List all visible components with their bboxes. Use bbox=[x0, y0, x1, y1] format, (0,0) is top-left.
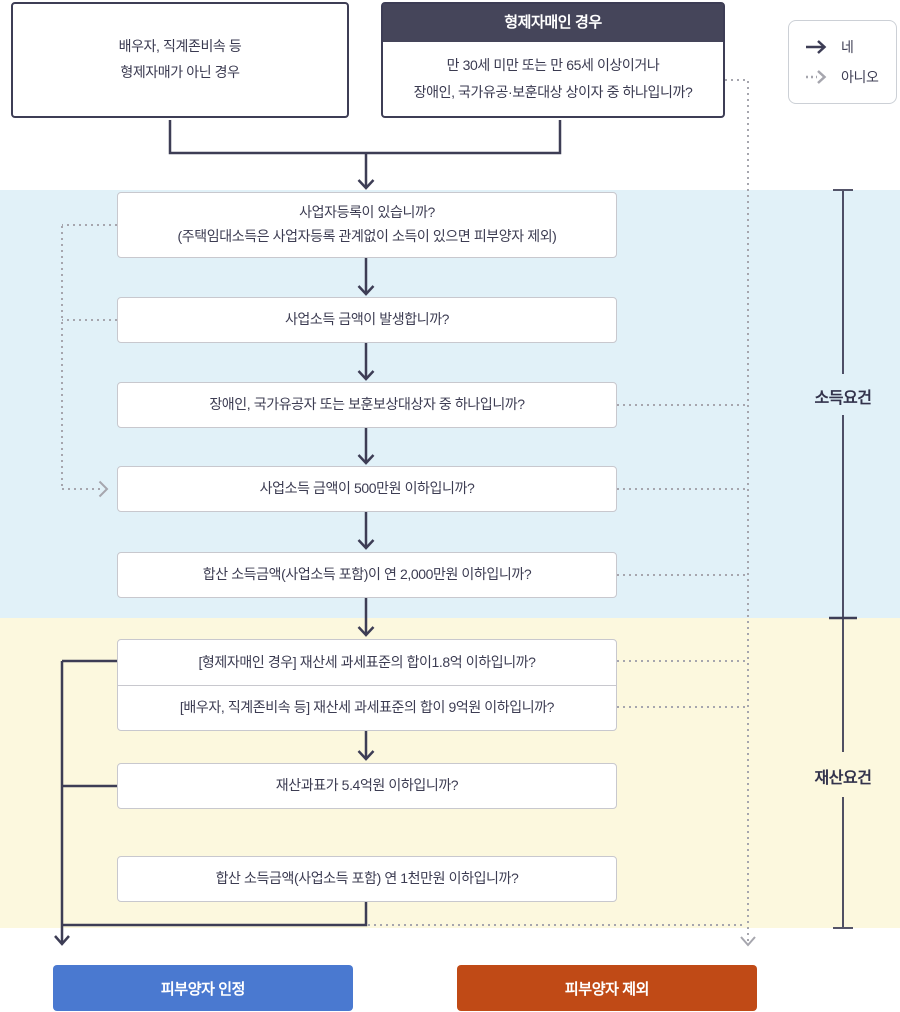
box-business-income-under-5m: 사업소득 금액이 500만원 이하입니까? bbox=[117, 466, 617, 512]
property-section-label: 재산요건 bbox=[814, 770, 872, 787]
income-section-label: 소득요건 bbox=[814, 390, 872, 407]
non-sibling-case-box: 배우자, 직계존비속 등 형제자매가 아닌 경우 bbox=[11, 2, 349, 118]
sibling-question-line1: 만 30세 미만 또는 만 65세 이상이거나 bbox=[446, 57, 660, 74]
sibling-case-header: 형제자매인 경우 bbox=[383, 4, 723, 42]
dependent-excluded-result: 피부양자 제외 bbox=[457, 965, 757, 1011]
business-registration-line1: 사업자등록이 있습니까? bbox=[299, 204, 435, 221]
box-total-income-under-10m: 합산 소득금액(사업소득 포함) 연 1천만원 이하입니까? bbox=[117, 856, 617, 902]
arrow-legend: 네 아니오 bbox=[788, 20, 897, 104]
sibling-question-line2: 장애인, 국가유공·보훈대상 상이자 중 하나입니까? bbox=[413, 84, 693, 100]
sibling-case-question: 만 30세 미만 또는 만 65세 이상이거나 장애인, 국가유공·보훈대상 상… bbox=[383, 42, 723, 116]
legend-yes-label: 네 bbox=[841, 39, 854, 55]
dependent-accepted-result: 피부양자 인정 bbox=[53, 965, 353, 1011]
property-sibling-under-180m: [형제자매인 경우] 재산세 과세표준의 합이1.8억 이하입니까? bbox=[198, 653, 536, 670]
legend-yes-row: 네 bbox=[805, 37, 896, 57]
non-sibling-line2: 형제자매가 아닌 경우 bbox=[120, 64, 240, 80]
box-disabled-or-veteran: 장애인, 국가유공자 또는 보훈보상대상자 중 하나입니까? bbox=[117, 382, 617, 428]
sibling-case-box: 형제자매인 경우 만 30세 미만 또는 만 65세 이상이거나 장애인, 국가… bbox=[381, 2, 725, 118]
legend-no-row: 아니오 bbox=[805, 67, 896, 87]
box-business-income-exists: 사업소득 금액이 발생합니까? bbox=[117, 297, 617, 343]
no-arrow-icon bbox=[806, 70, 827, 84]
business-registration-line2: (주택임대소득은 사업자등록 관계없이 소득이 있으면 피부양자 제외) bbox=[177, 228, 557, 244]
property-spouse-under-900m: [배우자, 직계존비속 등] 재산세 과세표준의 합이 9억원 이하입니까? bbox=[118, 685, 616, 730]
box-total-income-under-20m: 합산 소득금액(사업소득 포함)이 연 2,000만원 이하입니까? bbox=[117, 552, 617, 598]
yes-arrow-icon bbox=[806, 40, 827, 54]
non-sibling-line1: 배우자, 직계존비속 등 bbox=[118, 38, 242, 55]
box-business-registration: 사업자등록이 있습니까? (주택임대소득은 사업자등록 관계없이 소득이 있으면… bbox=[117, 192, 617, 258]
box-property-base-under-540m: 재산과표가 5.4억원 이하입니까? bbox=[117, 763, 617, 809]
legend-no-label: 아니오 bbox=[841, 69, 879, 85]
box-property-tax-standard: [형제자매인 경우] 재산세 과세표준의 합이1.8억 이하입니까? [배우자,… bbox=[117, 639, 617, 731]
